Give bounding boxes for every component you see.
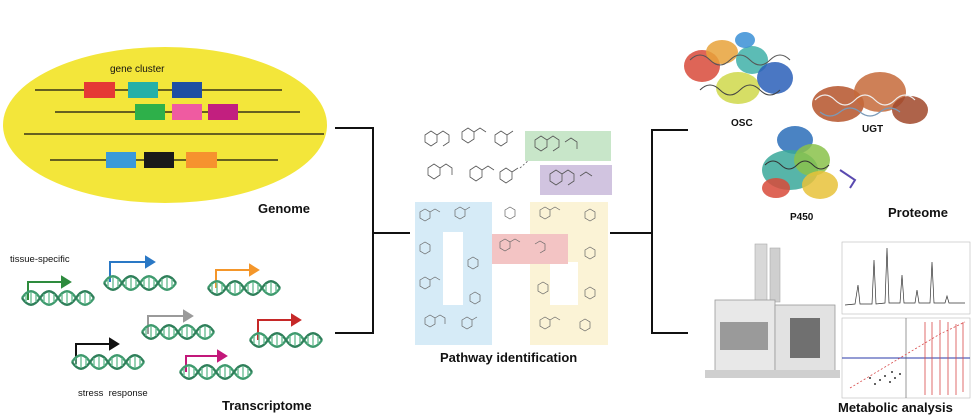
genome-panel: gene cluster Genome [3, 47, 327, 216]
blue-pathway-region [415, 202, 492, 345]
dna-helix [102, 275, 178, 291]
p450-protein-structure [762, 126, 857, 199]
gene-cluster-label: gene cluster [110, 64, 165, 75]
proteome-panel: OSC UGT P450 Proteome [684, 32, 948, 223]
dna-helix [206, 280, 282, 296]
dna-helix [248, 332, 324, 348]
pathway-panel: Pathway identification [415, 127, 612, 365]
transcript-arrow-green [27, 275, 72, 300]
transcript-arrow-gray [147, 309, 194, 334]
left-bracket [335, 127, 410, 334]
purple-highlight-box [540, 165, 612, 195]
genome-label: Genome [258, 201, 310, 216]
dna-helix [70, 354, 146, 370]
correlation-scatter-plot [841, 317, 971, 399]
nmr-spectrum-plot [841, 241, 971, 315]
stress-response-label: stress response [78, 388, 148, 399]
genome-ellipse [3, 47, 327, 203]
dna-helix [140, 324, 216, 340]
proteome-label: Proteome [888, 205, 948, 220]
enzyme-label-osc: OSC [731, 118, 753, 129]
green-highlight-box [525, 131, 611, 161]
metabolic-panel: Metabolic analysis [705, 241, 971, 415]
lc-ms-instrument [705, 243, 840, 378]
pathway-identification-label: Pathway identification [440, 350, 577, 365]
red-highlight-box [492, 234, 568, 264]
enzyme-label-ugt: UGT [862, 124, 883, 135]
osc-protein-structure [684, 32, 793, 104]
right-bracket [610, 129, 688, 334]
dna-helix [178, 364, 254, 380]
ugt-protein-structure [812, 72, 928, 124]
structure-sketches-top [424, 127, 541, 184]
enzyme-label-p450: P450 [790, 212, 814, 223]
gene-blocks [84, 82, 238, 168]
tissue-specific-label: tissue-specific [10, 254, 70, 265]
structure-sketches-bottom [419, 206, 596, 332]
transcriptome-label: Transcriptome [222, 398, 312, 413]
dna-helix [20, 290, 96, 306]
transcriptome-panel: tissue-specific stress response Trans [10, 254, 324, 413]
chromosome-lines [24, 89, 324, 161]
metabolic-analysis-label: Metabolic analysis [838, 400, 953, 415]
yellow-pathway-region [530, 202, 608, 345]
transcript-arrow-blue [109, 255, 156, 282]
